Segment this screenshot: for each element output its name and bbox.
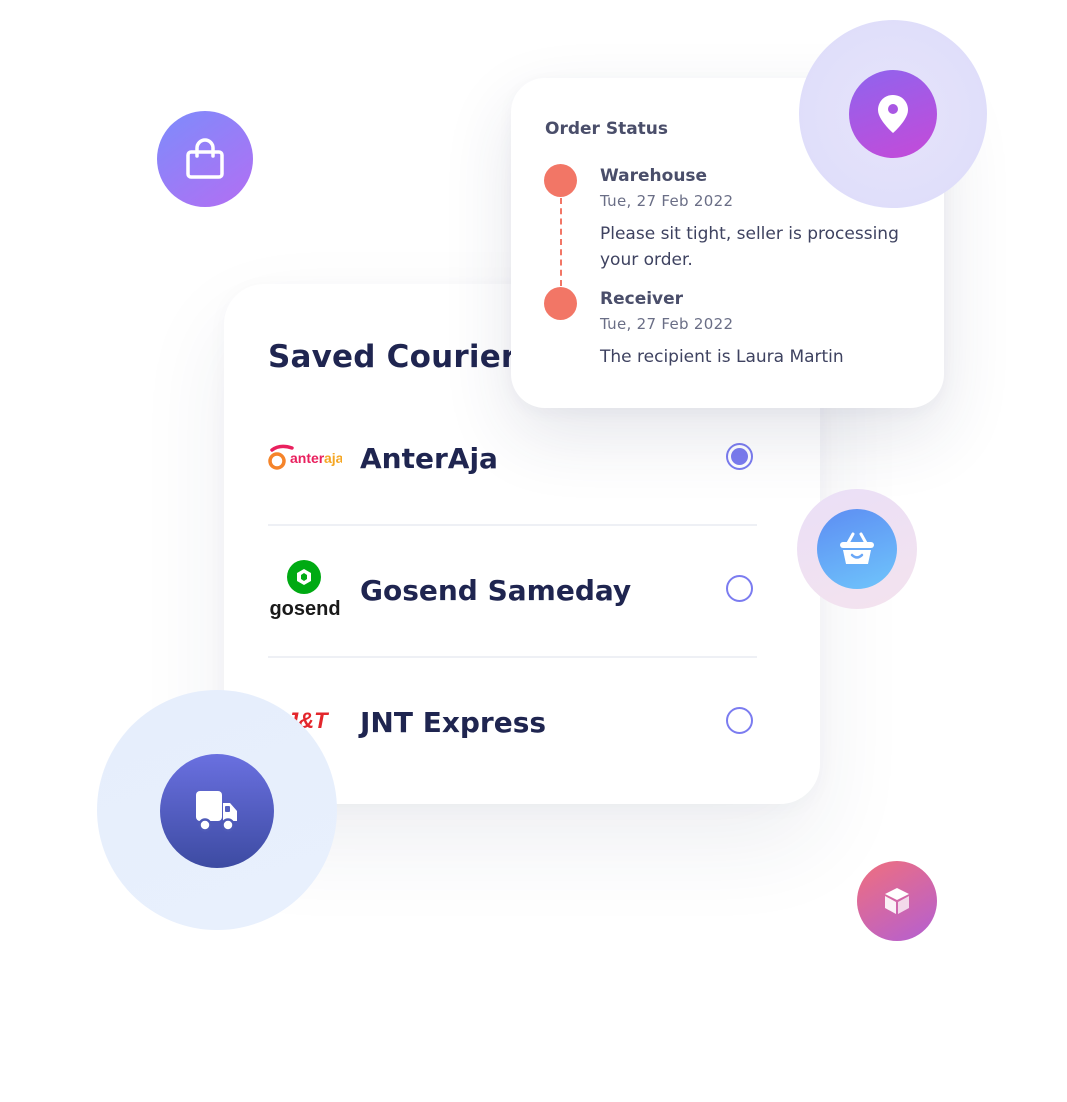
timeline-dot-receiver [544,287,577,320]
package-box-bubble [857,861,937,941]
shopping-basket-bubble [817,509,897,589]
step-description-warehouse: Please sit tight, seller is processing y… [600,224,899,270]
courier-radio[interactable] [726,575,753,602]
step-description-receiver: The recipient is Laura Martin [600,347,844,367]
timeline-dot-warehouse [544,164,577,197]
courier-radio[interactable] [726,707,753,734]
saved-courier-title: Saved Courier [268,339,517,375]
courier-name: JNT Express [360,705,547,739]
svg-text:aja: aja [324,450,342,466]
gosend-logo: gosend [268,559,342,623]
location-pin-bubble [849,70,937,158]
courier-option-gosend[interactable]: gosend Gosend Sameday [268,524,757,658]
order-status-title: Order Status [545,119,669,139]
shopping-bag-icon [186,138,224,179]
delivery-truck-bubble [160,754,274,868]
courier-radio-selected[interactable] [726,443,753,470]
step-title-warehouse: Warehouse [600,166,708,186]
package-box-icon [885,888,909,914]
gosend-logo-text: gosend [269,598,340,619]
courier-option-jnt[interactable]: J&T JNT Express [268,656,757,788]
shopping-basket-icon [840,532,874,564]
courier-name: AnterAja [360,441,498,475]
location-pin-icon [878,95,908,133]
shopping-bag-bubble [157,111,253,207]
anteraja-logo: anter aja [268,442,344,478]
step-title-receiver: Receiver [600,289,684,309]
courier-option-anteraja[interactable]: anter aja AnterAja [268,392,757,526]
step-date-receiver: Tue, 27 Feb 2022 [600,315,734,333]
step-date-warehouse: Tue, 27 Feb 2022 [600,192,734,210]
courier-name: Gosend Sameday [360,573,632,607]
delivery-truck-icon [196,791,237,832]
anteraja-logo-text: anter [290,450,325,466]
timeline-connector [560,198,562,286]
